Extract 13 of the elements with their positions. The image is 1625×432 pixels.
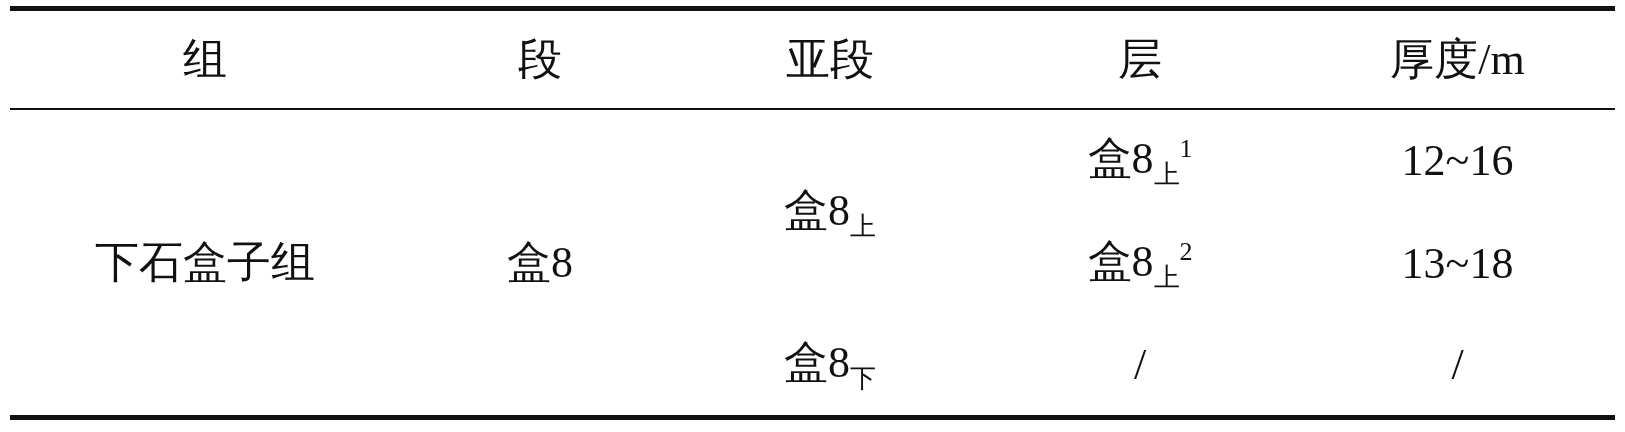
thickness-value: 12~16 (1401, 135, 1514, 186)
submember-name: 盒8$_{下}$ (784, 337, 876, 396)
formation-name: 下石盒子组 (95, 236, 315, 289)
column-header: 层 (1118, 33, 1162, 86)
thickness-value: 13~18 (1401, 237, 1514, 289)
thickness-value: / (1451, 339, 1464, 391)
column-header: 组 (183, 33, 227, 86)
column-header: 亚段 (786, 33, 874, 86)
submember-name: 盒8$_{上}$ (784, 184, 876, 243)
column-header: 厚度/m (1390, 33, 1525, 86)
layer-name: / (1133, 339, 1147, 391)
column-header: 段 (518, 33, 562, 86)
member-name: 盒8 (507, 236, 573, 289)
